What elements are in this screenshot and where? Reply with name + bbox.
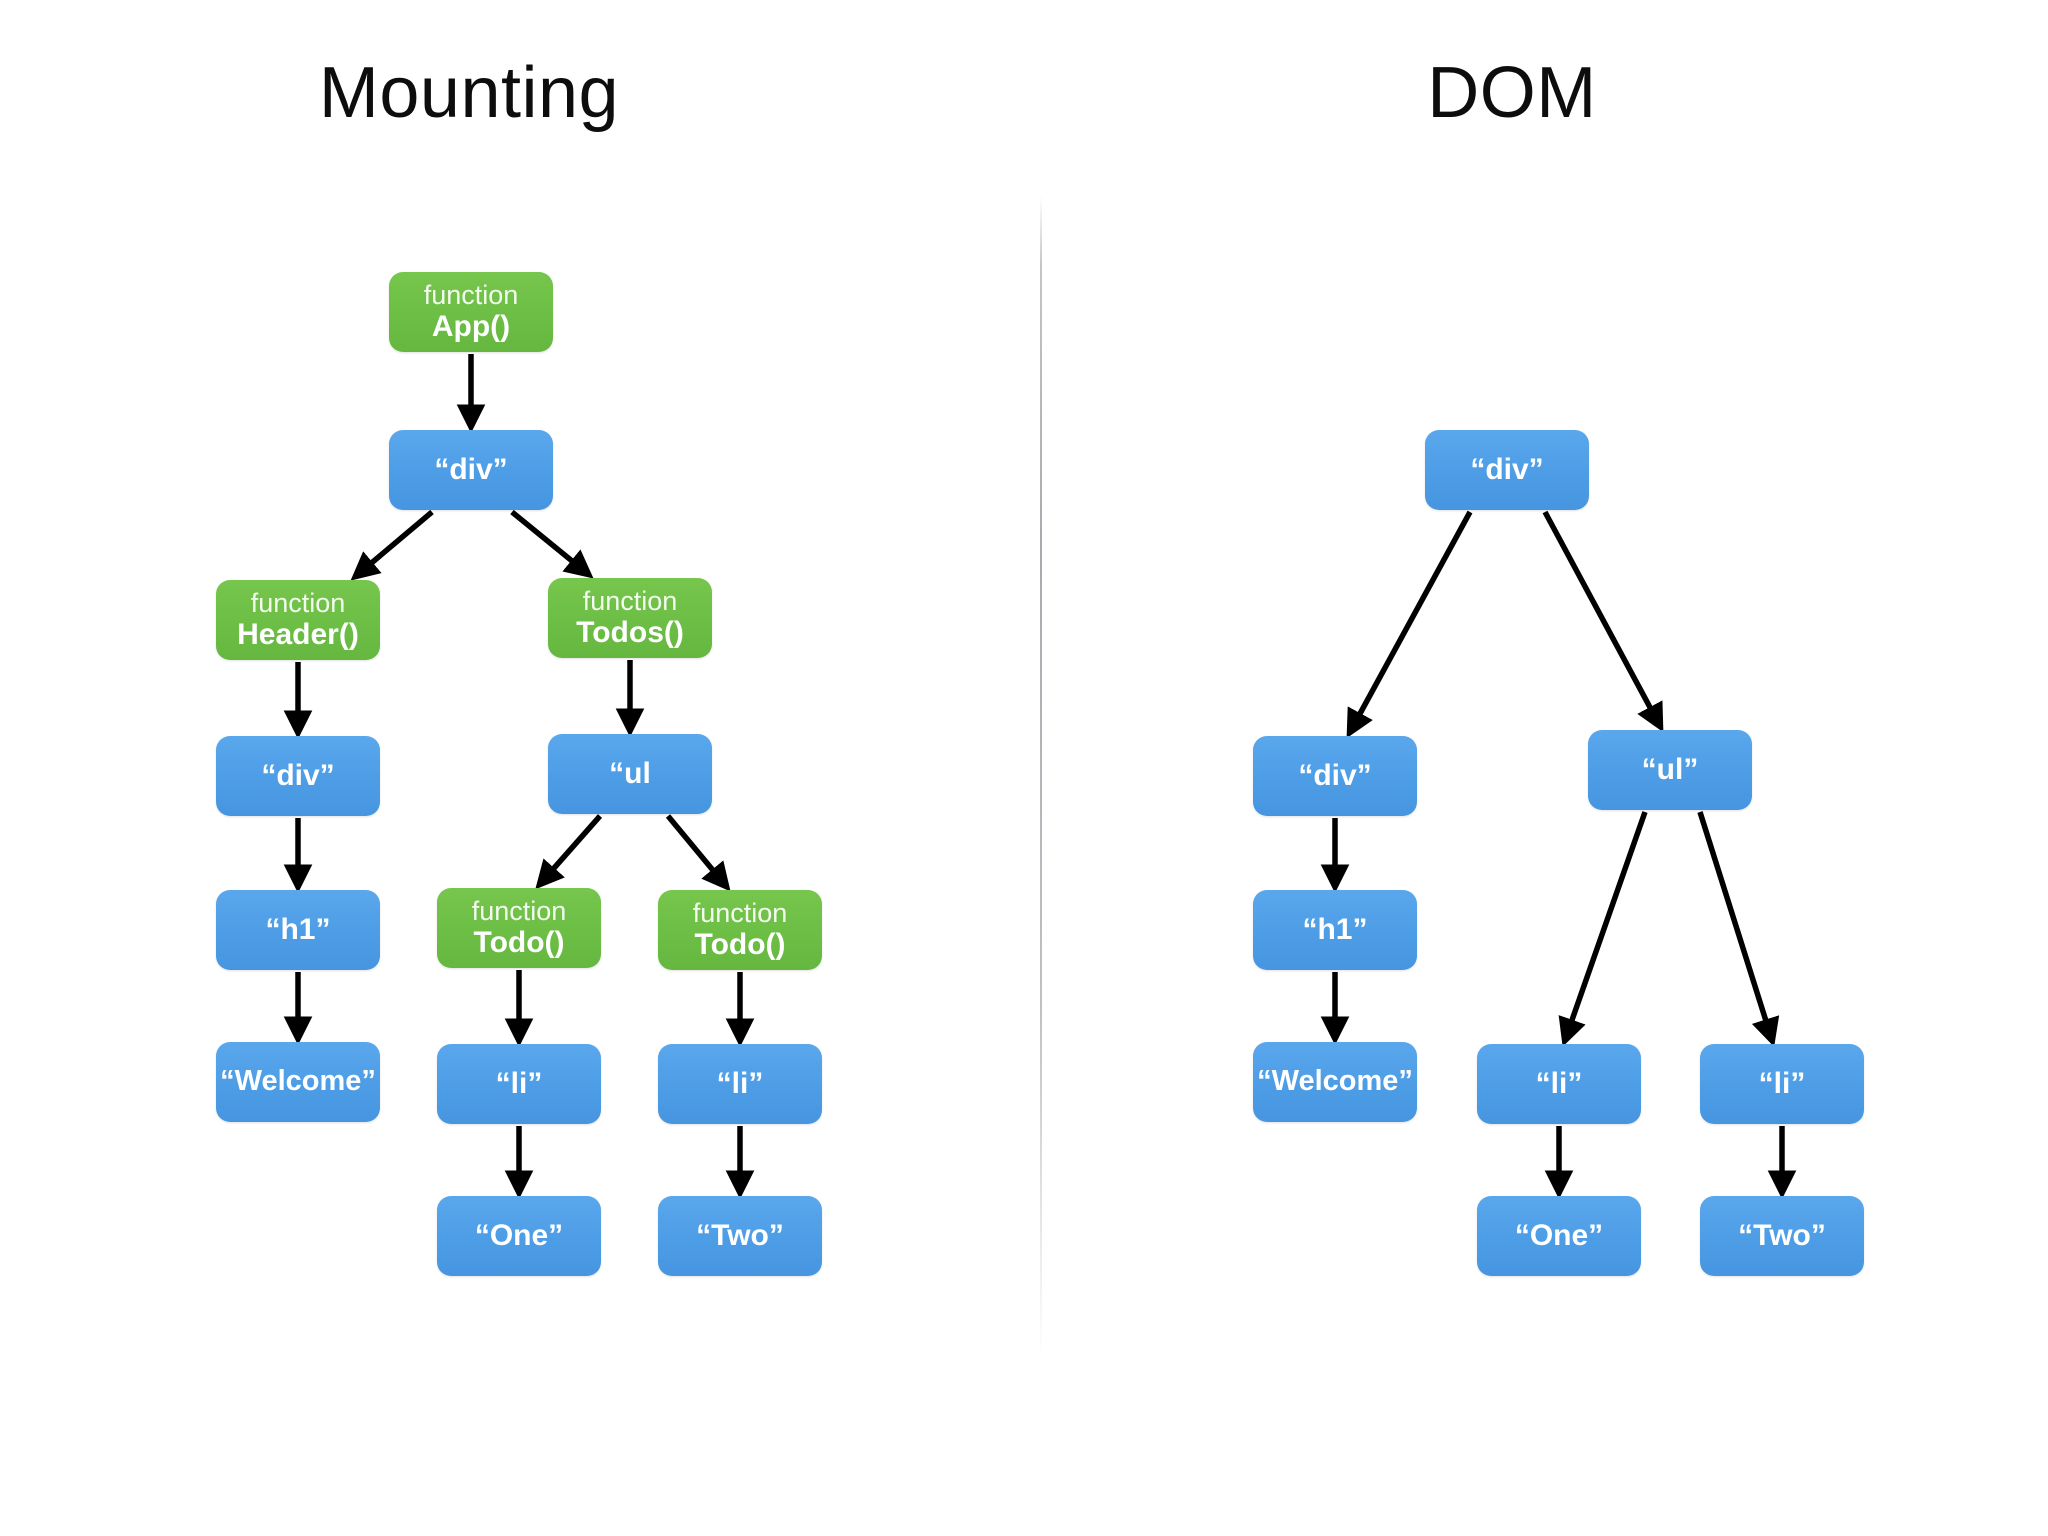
edge-m-div-root-to-m-header (350, 509, 434, 581)
node-label: “One” (1514, 1218, 1604, 1252)
node-label: “div” (261, 758, 335, 792)
node-label: “Two” (696, 1218, 784, 1252)
edge-d-div-root-to-d-ul (1542, 510, 1664, 733)
node-label: “div” (1470, 452, 1544, 486)
function-keyword: function (423, 279, 519, 310)
node-d-h1[interactable]: “h1” (1253, 890, 1417, 970)
node-label: “h1” (1302, 912, 1368, 946)
node-label: “div” (1298, 758, 1372, 792)
function-keyword: function (692, 897, 788, 928)
edge-m-ul-to-m-todo-2 (665, 814, 731, 892)
node-d-one[interactable]: “One” (1477, 1196, 1641, 1276)
node-label: “li” (495, 1066, 543, 1100)
function-keyword: function (250, 587, 346, 618)
function-name: Todo() (694, 927, 786, 961)
node-d-two[interactable]: “Two” (1700, 1196, 1864, 1276)
node-m-div-2[interactable]: “div” (216, 736, 380, 816)
function-keyword: function (582, 585, 678, 616)
function-name: Todo() (473, 925, 565, 959)
node-m-two[interactable]: “Two” (658, 1196, 822, 1276)
node-m-div-root[interactable]: “div” (389, 430, 553, 510)
node-label: “li” (1758, 1066, 1806, 1100)
node-m-li-1[interactable]: “li” (437, 1044, 601, 1124)
node-label: “Two” (1738, 1218, 1826, 1252)
edge-d-ul-to-d-li-2 (1697, 811, 1780, 1047)
node-m-welcome[interactable]: “Welcome” (216, 1042, 380, 1122)
node-label: “One” (474, 1218, 564, 1252)
panel-title-mounting: Mounting (318, 53, 620, 133)
function-keyword: function (471, 895, 567, 926)
function-name: App() (431, 309, 511, 343)
node-label: “Welcome” (1257, 1065, 1413, 1098)
node-d-div-2[interactable]: “div” (1253, 736, 1417, 816)
node-m-h1[interactable]: “h1” (216, 890, 380, 970)
node-d-li-2[interactable]: “li” (1700, 1044, 1864, 1124)
edge-d-div-root-to-d-div-2 (1346, 510, 1473, 739)
node-m-ul[interactable]: “ul (548, 734, 712, 814)
node-d-welcome[interactable]: “Welcome” (1253, 1042, 1417, 1122)
function-name: Todos() (576, 615, 684, 649)
edge-m-div-root-to-m-todos (510, 509, 594, 579)
node-label: “ul (609, 756, 651, 790)
panel-title-dom: DOM (1427, 53, 1597, 133)
node-d-div-root[interactable]: “div” (1425, 430, 1589, 510)
edge-m-ul-to-m-todo-1 (535, 814, 603, 890)
node-d-li-1[interactable]: “li” (1477, 1044, 1641, 1124)
node-d-ul[interactable]: “ul” (1588, 730, 1752, 810)
node-label: “div” (434, 452, 508, 486)
node-label: “Welcome” (220, 1065, 376, 1098)
node-label: “li” (716, 1066, 764, 1100)
node-label: “h1” (265, 912, 331, 946)
panel-divider (1040, 196, 1042, 1360)
function-name: Header() (237, 617, 359, 651)
node-label: “li” (1535, 1066, 1583, 1100)
node-label: “ul” (1641, 752, 1699, 786)
node-m-li-2[interactable]: “li” (658, 1044, 822, 1124)
node-m-one[interactable]: “One” (437, 1196, 601, 1276)
edge-d-ul-to-d-li-1 (1558, 811, 1648, 1047)
